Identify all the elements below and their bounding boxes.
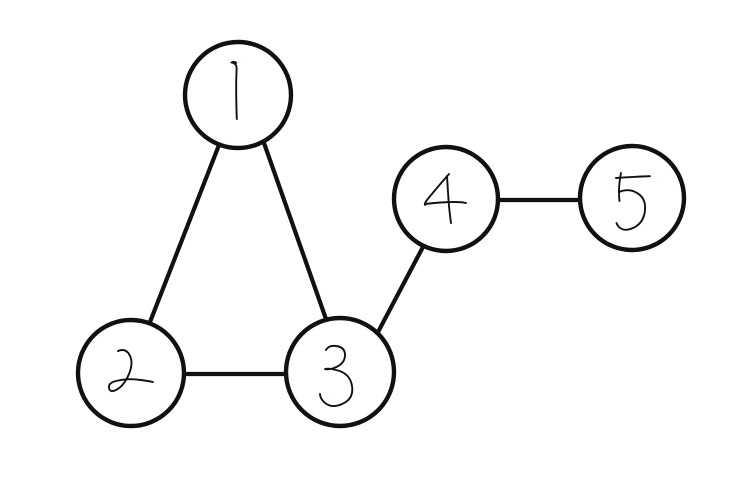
node-4-circle[interactable] [391, 144, 501, 254]
node-4-label [423, 173, 467, 224]
digit-1-glyph [232, 62, 238, 120]
node-2-label [107, 349, 154, 393]
node-2[interactable] [75, 317, 187, 429]
digit-3-glyph [319, 344, 354, 408]
digit-2-glyph [107, 349, 154, 393]
digit-1-serif [230, 60, 238, 64]
node-group [75, 39, 687, 429]
node-1-circle[interactable] [182, 39, 294, 151]
digit-4-crossbar [424, 201, 467, 205]
digit-5-bowl [615, 189, 647, 231]
node-3-label [319, 344, 354, 408]
node-4[interactable] [391, 144, 501, 254]
edge-group [147, 140, 583, 377]
node-3[interactable] [283, 315, 397, 429]
node-1-label [230, 60, 238, 120]
edge-1-2 [147, 142, 222, 325]
edge-1-3 [261, 140, 329, 322]
node-2-circle[interactable] [75, 317, 187, 429]
node-5[interactable] [577, 143, 687, 253]
node-5-label [615, 172, 651, 231]
edge-3-4 [374, 242, 427, 337]
digit-5-top-bar [615, 175, 651, 179]
node-1[interactable] [182, 39, 294, 151]
digit-4-stem [446, 175, 452, 224]
node-5-circle[interactable] [577, 143, 687, 253]
